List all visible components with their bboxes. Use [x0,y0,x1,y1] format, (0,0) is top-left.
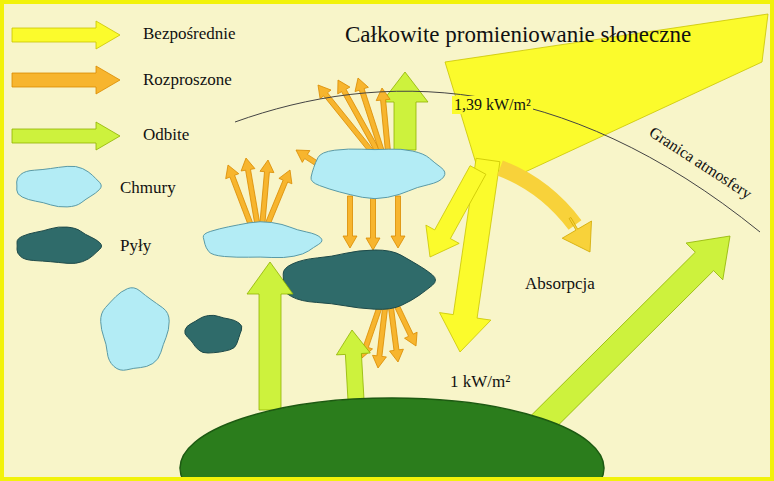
absorption-head [562,218,591,253]
dust [283,250,435,309]
dust-sample [17,227,102,264]
scattered-arrow-sample [12,66,120,94]
top-irradiance: 1,39 kW/m² [452,96,533,114]
scattered-arrow [264,170,292,229]
scattered-arrow [355,78,384,153]
ground-irradiance: 1 kW/m² [450,372,510,392]
reflected-arrow [336,330,370,401]
absorption-label: Absorpcja [525,274,595,294]
scattered-arrow [241,158,260,228]
atmosphere-boundary [235,91,760,232]
scattered-arrow [338,80,381,153]
reflected-arrow [531,236,730,434]
legend-text: Pyły [120,236,151,256]
scattered-arrow [391,196,405,248]
legend-text: Chmury [120,178,176,198]
reflected-arrow [247,262,293,410]
scattered-arrow [343,196,357,248]
scattered-arrow [373,300,389,368]
absorption-arrow [500,168,575,225]
legend-text: Bezpośrednie [143,24,236,44]
diagram-title: Całkowite promieniowanie słoneczne [345,22,691,48]
scattered-arrow [376,88,390,152]
direct-arrow-sample [12,21,120,49]
legend-text: Rozproszone [143,70,232,90]
cloud-sample [17,166,102,207]
cloud [203,222,322,258]
earth [180,398,604,481]
cloud [311,149,445,199]
reflected-arrow-sample [12,122,120,150]
dust [185,315,242,353]
cloud [101,288,170,371]
legend-text: Odbite [143,125,189,145]
scattered-arrow [366,196,380,250]
